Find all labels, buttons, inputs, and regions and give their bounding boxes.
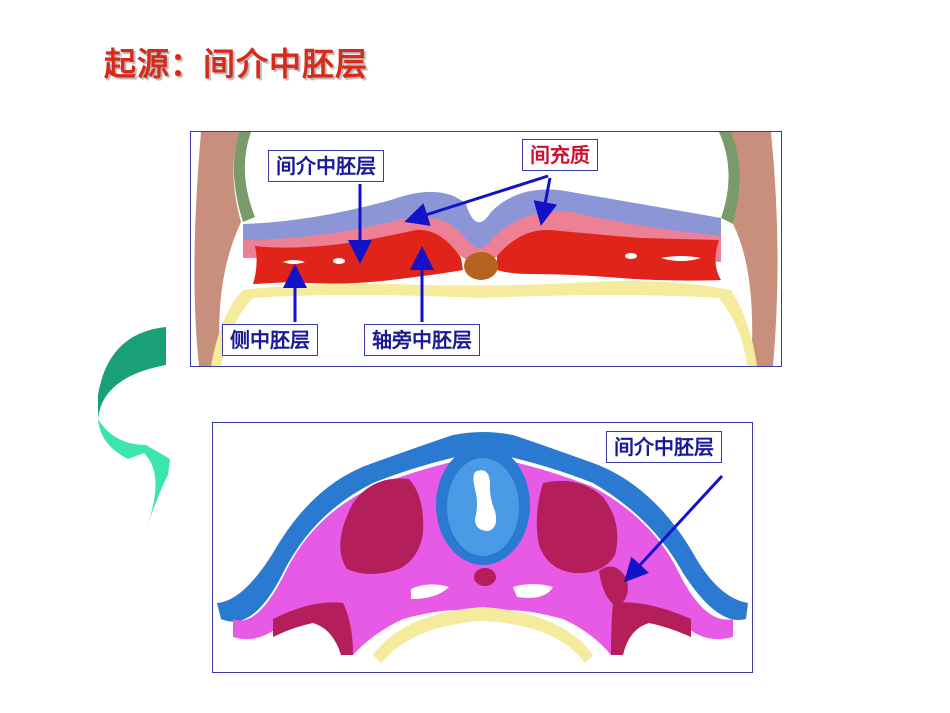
- yolk-sac-interior: [221, 295, 747, 366]
- label-lateral-mesoderm: 侧中胚层: [222, 324, 318, 356]
- right-mesoderm: [497, 229, 721, 281]
- notochord-dot: [474, 568, 496, 586]
- right-somite: [536, 480, 618, 574]
- right-coelom-dot: [625, 253, 637, 259]
- right-intermediate-mesoderm: [599, 566, 628, 607]
- later-embryo-section-panel: [212, 422, 753, 673]
- neural-canal: [473, 470, 497, 531]
- transition-arrow-lower-curve: [98, 419, 170, 529]
- label-intermediate-mesoderm-bottom: 间介中胚层: [606, 431, 722, 463]
- slide-title: 起源：间介中胚层: [104, 45, 369, 83]
- right-lateral-plate: [611, 602, 691, 655]
- notochord: [464, 252, 498, 280]
- label-intermediate-mesoderm-top: 间介中胚层: [268, 150, 384, 182]
- left-amnion: [233, 132, 255, 222]
- right-coelom-slit: [661, 256, 701, 261]
- right-coelom: [513, 584, 553, 598]
- right-amnion: [719, 132, 740, 224]
- surface-ectoderm: [217, 432, 748, 622]
- left-coelom: [411, 584, 449, 599]
- later-embryo-section-diagram: [217, 432, 748, 663]
- ectoderm-layer: [243, 189, 721, 250]
- left-lateral-plate: [273, 602, 353, 655]
- transition-arrow-upper-curve: [98, 327, 166, 419]
- left-body-wall: [194, 132, 241, 366]
- label-paraxial-mesoderm: 轴旁中胚层: [364, 324, 480, 356]
- left-coelom-dot: [333, 258, 345, 264]
- gut-endoderm: [373, 607, 593, 663]
- label-mesenchyme: 间充质: [522, 139, 598, 171]
- left-somite: [340, 478, 424, 574]
- left-coelom-slit: [283, 260, 305, 264]
- transition-curved-arrow-icon: [98, 327, 170, 529]
